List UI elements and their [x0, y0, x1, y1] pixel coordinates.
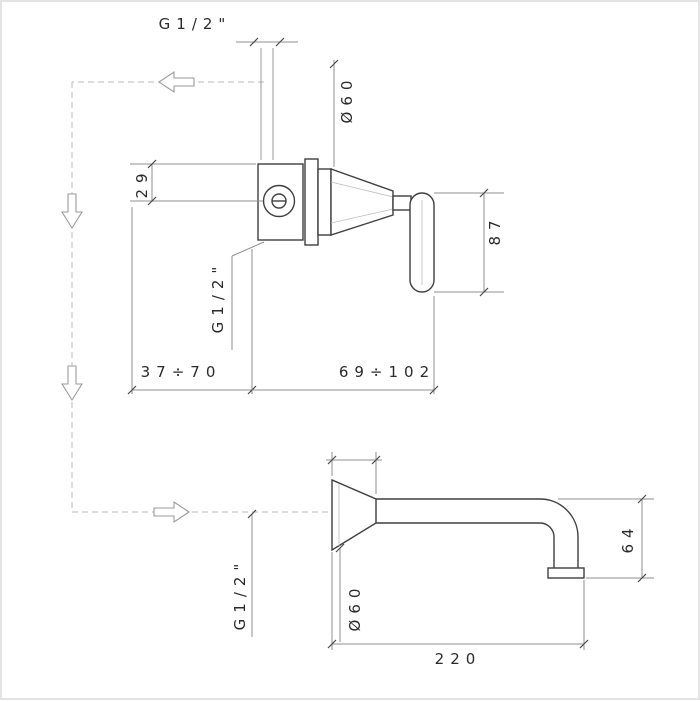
dim-handle-length-87: 87 — [434, 188, 504, 297]
dim-label-handle-projection: 69÷102 — [339, 363, 435, 381]
dim-spout-projection-220: 220 — [327, 552, 589, 668]
flow-arrow-down-icon — [61, 365, 83, 402]
flow-arrow-left-icon — [158, 70, 195, 94]
dim-label-spout-projection: 220 — [435, 650, 482, 668]
flow-arrow-right-icon — [153, 500, 190, 524]
dim-spout-drop-64: 64 — [558, 494, 654, 583]
dim-handle-projection-range: 69÷102 — [252, 363, 439, 395]
spout-tube-inner — [376, 522, 555, 568]
dim-label-spout-diameter: Ø60 — [346, 583, 364, 632]
dim-valve-thread: G1/2" — [209, 241, 265, 350]
dim-label-supply-thread: G1/2" — [159, 15, 232, 33]
dim-label-recess-depth: 37÷70 — [141, 363, 222, 381]
flow-arrow-down-icon — [61, 193, 83, 230]
spout-assembly — [331, 478, 585, 579]
dim-supply-thread: G1/2" — [159, 15, 298, 47]
dim-label-valve-thread: G1/2" — [209, 261, 227, 334]
valve-plate — [317, 168, 332, 236]
dim-spout-flange-diameter: Ø60 — [335, 543, 364, 642]
dim-label-handle-length: 87 — [486, 214, 504, 245]
dim-valve-offset-29: 29 — [130, 159, 263, 206]
dim-label-valve-diameter: Ø60 — [338, 75, 356, 124]
spout-tube-outer — [376, 498, 579, 568]
dim-label-valve-offset: 29 — [133, 167, 151, 198]
dim-spout-thread: G1/2" — [231, 509, 257, 637]
dim-label-spout-drop: 64 — [619, 522, 637, 553]
dim-spout-cone-top — [326, 452, 382, 494]
valve-cone — [330, 168, 394, 236]
spout-outlet — [547, 567, 585, 579]
flow-path-lines — [61, 70, 332, 524]
valve-flange — [304, 158, 319, 246]
handle-stem — [392, 195, 412, 211]
mixer-valve-assembly — [257, 48, 435, 293]
dim-label-spout-thread: G1/2" — [231, 558, 249, 631]
dim-valve-flange-diameter: Ø60 — [329, 59, 356, 167]
